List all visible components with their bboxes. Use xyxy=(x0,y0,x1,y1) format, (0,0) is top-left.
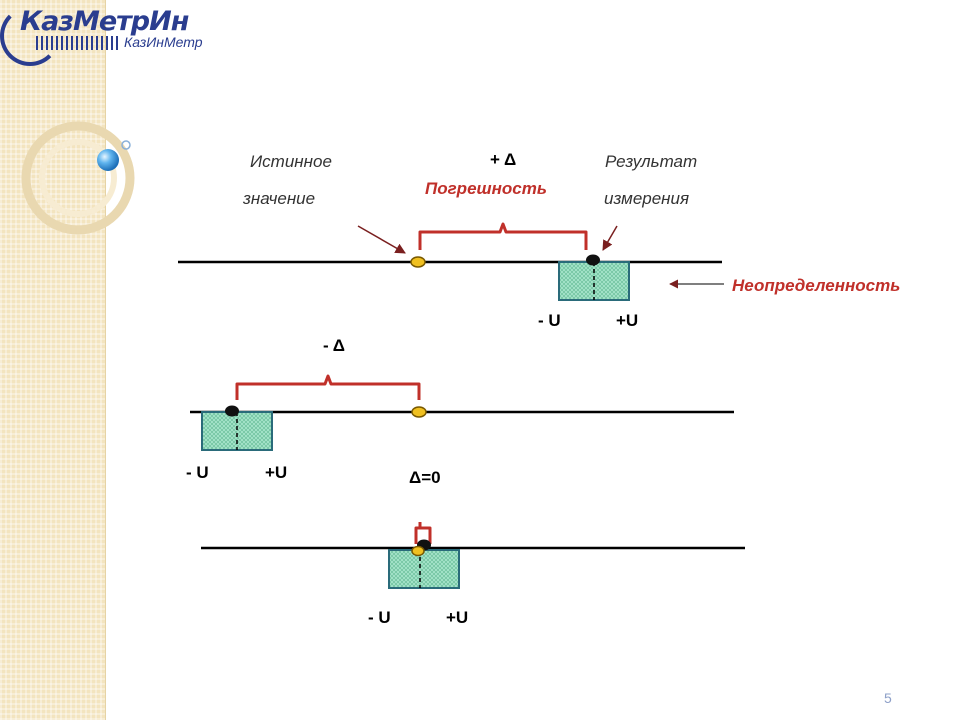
error-brace-2 xyxy=(235,374,421,400)
result-point-1 xyxy=(586,254,600,266)
decorative-small-ring xyxy=(121,140,131,150)
diagram-row-negative-error xyxy=(190,374,734,451)
uncertainty-interval-2 xyxy=(201,411,273,451)
true-value-point-2 xyxy=(411,406,427,418)
diagram-row-zero-error xyxy=(201,522,745,589)
plus-u-label-1: +U xyxy=(616,311,639,330)
true-value-label-line1: Истинное xyxy=(250,152,332,171)
result-label-line1: Результат xyxy=(605,152,698,171)
true-value-point-1 xyxy=(410,256,426,268)
minus-u-label-2: - U xyxy=(186,463,209,482)
error-brace-3 xyxy=(414,522,432,544)
decorative-rings xyxy=(21,121,135,235)
logo-main-text: КазМетрИн xyxy=(20,6,189,37)
true-value-label-line2: значение xyxy=(243,189,316,208)
sidebar-background xyxy=(0,0,106,720)
decorative-ring-outer xyxy=(21,121,135,235)
decorative-blue-ball xyxy=(97,149,119,171)
minus-u-label-1: - U xyxy=(538,311,561,330)
minus-delta-label: - Δ xyxy=(323,336,345,355)
result-label-line2: измерения xyxy=(604,189,690,208)
plus-u-label-3: +U xyxy=(446,608,469,627)
plus-u-label-2: +U xyxy=(265,463,288,482)
error-brace-1 xyxy=(418,222,588,250)
uncertainty-interval-3 xyxy=(388,549,460,589)
decorative-ring-inner xyxy=(39,139,117,217)
plus-delta-label: + Δ xyxy=(490,150,517,169)
logo-stripes-icon xyxy=(36,36,120,50)
uncertainty-interval-1 xyxy=(558,261,630,301)
uncertainty-label: Неопределенность xyxy=(732,276,901,295)
diagram-row-positive-error xyxy=(178,222,724,301)
error-label: Погрешность xyxy=(425,179,547,198)
true-value-point-3 xyxy=(411,545,425,557)
result-arrow xyxy=(602,225,618,251)
company-logo: КазМетрИн КазИнМетр xyxy=(0,0,230,70)
logo-swoosh-icon xyxy=(0,6,60,66)
logo-sub-text: КазИнМетр xyxy=(124,34,203,50)
page-number: 5 xyxy=(884,690,892,706)
delta-zero-label: Δ=0 xyxy=(409,468,441,487)
true-value-arrow xyxy=(357,225,406,254)
result-point-2 xyxy=(225,405,239,417)
minus-u-label-3: - U xyxy=(368,608,391,627)
